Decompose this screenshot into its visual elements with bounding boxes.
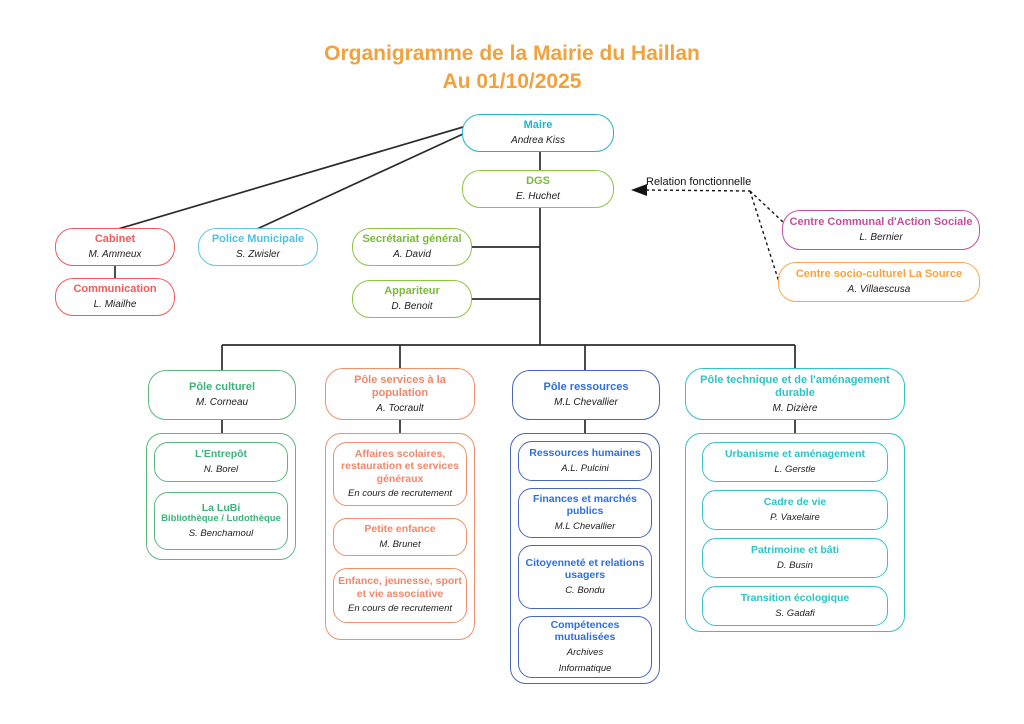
unit-competences-mutualisees: Compétences mutualisées Archives Informa… <box>518 616 652 678</box>
pole-person: M. Corneau <box>195 397 249 409</box>
pole-header-ressources: Pôle ressources M.L Chevallier <box>512 370 660 420</box>
pole-title: Pôle services à la population <box>354 373 446 399</box>
node-person: Andrea Kiss <box>511 135 565 147</box>
node-person: L. Bernier <box>859 232 903 244</box>
unit-title: Compétences mutualisées <box>550 618 620 644</box>
pole-person: M.L Chevallier <box>554 397 618 409</box>
node-title: Communication <box>73 283 157 296</box>
dashed-to-ccas <box>749 190 784 223</box>
group-ressources: Ressources humaines A.L. Pulcini Finance… <box>510 433 660 684</box>
node-cabinet: Cabinet M. Ammeux <box>55 228 175 266</box>
unit-person: P. Vaxelaire <box>770 511 820 523</box>
unit-person: L. Gerstle <box>774 463 816 475</box>
node-police-municipale: Police Municipale S. Zwisler <box>198 228 318 266</box>
node-communication: Communication L. Miailhe <box>55 278 175 316</box>
line-maire-police <box>256 133 464 230</box>
title-line-1: Organigramme de la Mairie du Haillan <box>324 42 700 65</box>
dashed-relation-line <box>645 189 751 192</box>
unit-title: Finances et marchés publics <box>533 492 637 518</box>
unit-affaires-scolaires: Affaires scolaires, restauration et serv… <box>333 442 467 506</box>
unit-title: Citoyenneté et relations usagers <box>525 556 645 582</box>
node-person: S. Zwisler <box>236 249 280 261</box>
page-title: Organigramme de la Mairie du Haillan Au … <box>0 40 1024 97</box>
unit-person-2: Informatique <box>558 662 612 674</box>
node-title: Cabinet <box>94 233 136 246</box>
unit-lubi: La LuBi Bibliothèque / Ludothèque S. Ben… <box>154 492 288 550</box>
pole-title: Pôle ressources <box>543 381 629 394</box>
unit-cadre-de-vie: Cadre de vie P. Vaxelaire <box>702 490 888 530</box>
node-title: Maire <box>523 119 553 132</box>
unit-urbanisme: Urbanisme et aménagement L. Gerstle <box>702 442 888 482</box>
unit-title: Urbanisme et aménagement <box>724 448 866 461</box>
unit-finances: Finances et marchés publics M.L Chevalli… <box>518 488 652 538</box>
unit-person: S. Gadafi <box>775 607 815 619</box>
unit-citoyennete: Citoyenneté et relations usagers C. Bond… <box>518 545 652 609</box>
relation-fonctionnelle-label: Relation fonctionnelle <box>646 176 752 188</box>
node-title: Appariteur <box>384 285 440 298</box>
line-maire-cabinet <box>117 126 464 230</box>
unit-title: Petite enfance <box>364 523 436 536</box>
unit-title: Enfance, jeunesse, sport et vie associat… <box>338 575 462 600</box>
unit-subtitle: Bibliothèque / Ludothèque <box>161 513 281 525</box>
unit-title: Cadre de vie <box>763 496 827 509</box>
node-person: A. David <box>393 249 431 261</box>
unit-person: N. Borel <box>203 463 239 475</box>
node-secretariat-general: Secrétariat général A. David <box>352 228 472 266</box>
node-title: Centre Communal d'Action Sociale <box>789 216 973 229</box>
pole-header-technique: Pôle technique et de l'aménagement durab… <box>685 368 905 420</box>
unit-person: D. Busin <box>777 559 813 571</box>
node-person: D. Benoit <box>391 301 433 313</box>
pole-title: Pôle culturel <box>188 381 256 394</box>
unit-transition-ecologique: Transition écologique S. Gadafi <box>702 586 888 626</box>
unit-person: C. Bondu <box>565 584 605 596</box>
node-dgs: DGS E. Huchet <box>462 170 614 208</box>
node-ccas: Centre Communal d'Action Sociale L. Bern… <box>782 210 980 250</box>
unit-title: Ressources humaines <box>529 447 641 460</box>
unit-title: Transition écologique <box>740 592 850 605</box>
unit-ressources-humaines: Ressources humaines A.L. Pulcini <box>518 441 652 481</box>
node-title: Secrétariat général <box>362 233 462 246</box>
pole-title: Pôle technique et de l'aménagement durab… <box>700 373 890 399</box>
node-person: L. Miailhe <box>93 299 137 311</box>
dashed-to-source <box>749 190 780 283</box>
pole-header-culturel: Pôle culturel M. Corneau <box>148 370 296 420</box>
node-person: E. Huchet <box>516 191 560 203</box>
unit-person: M.L Chevallier <box>554 520 616 532</box>
unit-enfance-jeunesse: Enfance, jeunesse, sport et vie associat… <box>333 568 467 623</box>
group-technique: Urbanisme et aménagement L. Gerstle Cadr… <box>685 433 905 632</box>
unit-person: En cours de recrutement <box>347 603 453 615</box>
unit-title: L'Entrepôt <box>194 448 248 461</box>
relation-arrowhead <box>631 184 647 196</box>
unit-person: En cours de recrutement <box>347 487 453 499</box>
node-la-source: Centre socio-culturel La Source A. Villa… <box>778 262 980 302</box>
unit-title: Patrimoine et bâti <box>750 544 840 557</box>
unit-patrimoine: Patrimoine et bâti D. Busin <box>702 538 888 578</box>
node-maire: Maire Andrea Kiss <box>462 114 614 152</box>
unit-petite-enfance: Petite enfance M. Brunet <box>333 518 467 556</box>
unit-person: S. Benchamoul <box>188 527 254 539</box>
unit-title: Affaires scolaires, restauration et serv… <box>341 447 459 485</box>
node-person: A. Villaescusa <box>847 284 911 296</box>
node-title: Police Municipale <box>211 233 305 246</box>
pole-header-services: Pôle services à la population A. Tocraul… <box>325 368 475 420</box>
unit-person: M. Brunet <box>379 538 421 550</box>
unit-entrepot: L'Entrepôt N. Borel <box>154 442 288 482</box>
unit-title: La LuBi <box>201 501 241 514</box>
node-title: Centre socio-culturel La Source <box>795 268 963 281</box>
unit-person: Archives <box>566 646 604 658</box>
unit-person: A.L. Pulcini <box>561 462 609 474</box>
title-line-2: Au 01/10/2025 <box>442 70 582 94</box>
group-culturel: L'Entrepôt N. Borel La LuBi Bibliothèque… <box>146 433 296 560</box>
node-appariteur: Appariteur D. Benoit <box>352 280 472 318</box>
group-services: Affaires scolaires, restauration et serv… <box>325 433 475 640</box>
pole-person: A. Tocrault <box>376 402 424 414</box>
node-person: M. Ammeux <box>88 249 142 261</box>
pole-person: M. Dizière <box>772 402 818 414</box>
node-title: DGS <box>526 175 550 188</box>
